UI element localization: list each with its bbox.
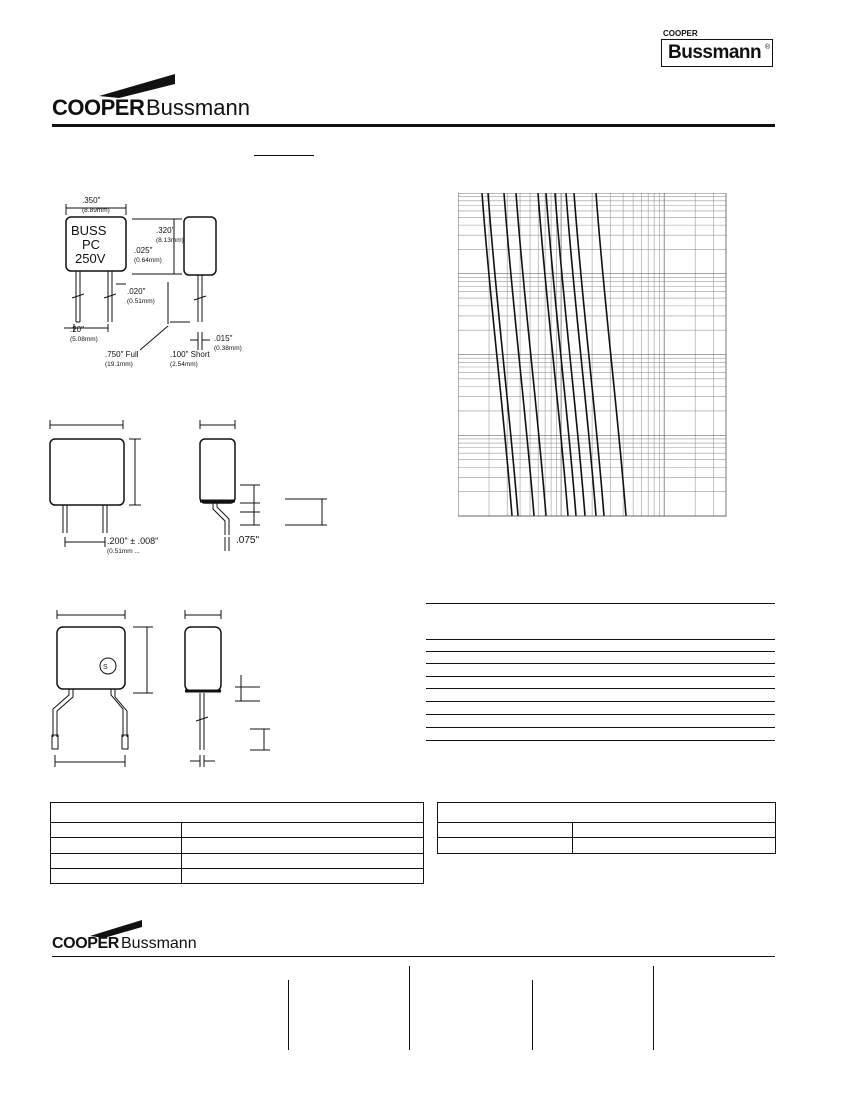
main-logo: COOPER Bussmann bbox=[52, 74, 272, 120]
table-row-rule bbox=[51, 837, 423, 838]
table-column-rule bbox=[181, 822, 182, 883]
fuse-curve bbox=[503, 193, 535, 517]
logo-cooper-text: COOPER bbox=[52, 95, 145, 120]
dim2-spacing: .200" ± .008" (0.51mm ... bbox=[107, 537, 158, 556]
badge-mark: ® bbox=[764, 44, 770, 51]
fuse-curve bbox=[481, 193, 513, 517]
dim-lead-short-mm: (2.54mm) bbox=[170, 361, 198, 368]
dim-side-lead: .015" (0.38mm) bbox=[214, 334, 242, 353]
fuse-curve bbox=[487, 193, 519, 517]
drawing1-body-line1: BUSS bbox=[71, 223, 107, 238]
dim-height: .320" (8.13mm) bbox=[156, 226, 184, 245]
fuse-curve bbox=[537, 193, 569, 517]
catalog-table-top-rule bbox=[426, 603, 775, 604]
dim-height-mm: (8.13mm) bbox=[156, 237, 184, 244]
dim-thickness-in: .025" bbox=[134, 246, 153, 255]
catalog-table-row-rule bbox=[426, 701, 775, 702]
dim-lead-dia-mm: (0.51mm) bbox=[127, 298, 155, 305]
table-row-rule bbox=[438, 837, 775, 838]
title-underline bbox=[254, 155, 314, 156]
dim-spacing: .20" (5.08mm) bbox=[70, 325, 98, 344]
footer-logo-swoosh-icon bbox=[90, 920, 142, 938]
badge-box: Bussmann ® bbox=[661, 39, 773, 67]
dim2-offset: .075" bbox=[236, 535, 260, 546]
fuse-curve bbox=[573, 193, 605, 517]
dim-spacing-mm: (5.08mm) bbox=[70, 336, 98, 343]
dimension-drawing-approved: S bbox=[51, 610, 270, 767]
fuse-curve bbox=[554, 193, 586, 517]
badge-brand-text: Bussmann bbox=[668, 42, 762, 63]
dim-spacing-in: .20" bbox=[70, 325, 84, 334]
dim-lead-short: .100" Short (2.54mm) bbox=[170, 350, 210, 369]
dim-lead-full-mm: (19.1mm) bbox=[105, 361, 133, 368]
footer-column-rule bbox=[653, 966, 654, 1050]
drawing1-body-line3: 250V bbox=[75, 251, 106, 266]
dim2-spacing-in: .200" ± .008" bbox=[107, 536, 159, 546]
table-row-rule bbox=[51, 853, 423, 854]
table-header-rule bbox=[51, 822, 423, 823]
fuse-curve bbox=[545, 193, 577, 517]
time-current-curve-graph bbox=[458, 193, 727, 517]
agency-approvals-table bbox=[437, 802, 776, 854]
footer-column-rule bbox=[409, 966, 410, 1050]
footer-column-rule bbox=[288, 980, 289, 1050]
dim-lead-dia: .020" (0.51mm) bbox=[127, 287, 155, 306]
brand-badge: COOPER Bussmann ® bbox=[661, 29, 773, 67]
footer-column-rule bbox=[532, 980, 533, 1050]
dim-width: .350" (8.89mm) bbox=[82, 196, 110, 215]
logo-swoosh-icon bbox=[99, 74, 175, 98]
footer-logo-bussmann-text: Bussmann bbox=[121, 935, 197, 952]
fuse-curve bbox=[515, 193, 547, 517]
drawing1-body-line2: PC bbox=[82, 237, 101, 252]
footer-rule bbox=[52, 956, 775, 957]
footer-logo: COOPER Bussmann bbox=[52, 920, 212, 956]
dim-lead-short-in: .100" Short bbox=[170, 350, 210, 359]
dimension-drawing-bent-lead bbox=[49, 420, 327, 551]
catalog-table-row-rule bbox=[426, 727, 775, 728]
catalog-table-bottom-rule bbox=[426, 740, 775, 741]
electrical-characteristics-table bbox=[50, 802, 424, 884]
dim2-spacing-mm: (0.51mm ... bbox=[107, 548, 140, 555]
dim-lead-full-in: .750" Full bbox=[105, 350, 139, 359]
catalog-table-row-rule bbox=[426, 663, 775, 664]
dim-lead-dia-in: .020" bbox=[127, 287, 146, 296]
fuse-curve bbox=[595, 193, 627, 517]
catalog-table-header-rule bbox=[426, 639, 775, 640]
logo-bussmann-text: Bussmann bbox=[146, 95, 250, 120]
dim-width-mm: (8.89mm) bbox=[82, 207, 110, 214]
fuse-curve bbox=[565, 193, 597, 517]
dim-thickness: .025" (0.64mm) bbox=[134, 246, 162, 265]
dim-height-in: .320" bbox=[156, 226, 175, 235]
footer-logo-cooper-text: COOPER bbox=[52, 935, 119, 952]
catalog-table-row-rule bbox=[426, 651, 775, 652]
dim-side-lead-mm: (0.38mm) bbox=[214, 345, 242, 352]
catalog-table-row-rule bbox=[426, 688, 775, 689]
catalog-table-row-rule bbox=[426, 676, 775, 677]
dim-lead-full: .750" Full (19.1mm) bbox=[105, 350, 139, 369]
badge-top-text: COOPER bbox=[663, 29, 698, 38]
table-row-rule bbox=[51, 868, 423, 869]
dim-side-lead-in: .015" bbox=[214, 334, 233, 343]
header-rule bbox=[52, 124, 775, 127]
dim-thickness-mm: (0.64mm) bbox=[134, 257, 162, 264]
dimension-drawing-full bbox=[64, 204, 217, 351]
table-header-rule bbox=[438, 822, 775, 823]
svg-text:S: S bbox=[103, 664, 108, 671]
catalog-table-row-rule bbox=[426, 714, 775, 715]
table-column-rule bbox=[572, 822, 573, 853]
dim-width-in: .350" bbox=[82, 196, 101, 205]
